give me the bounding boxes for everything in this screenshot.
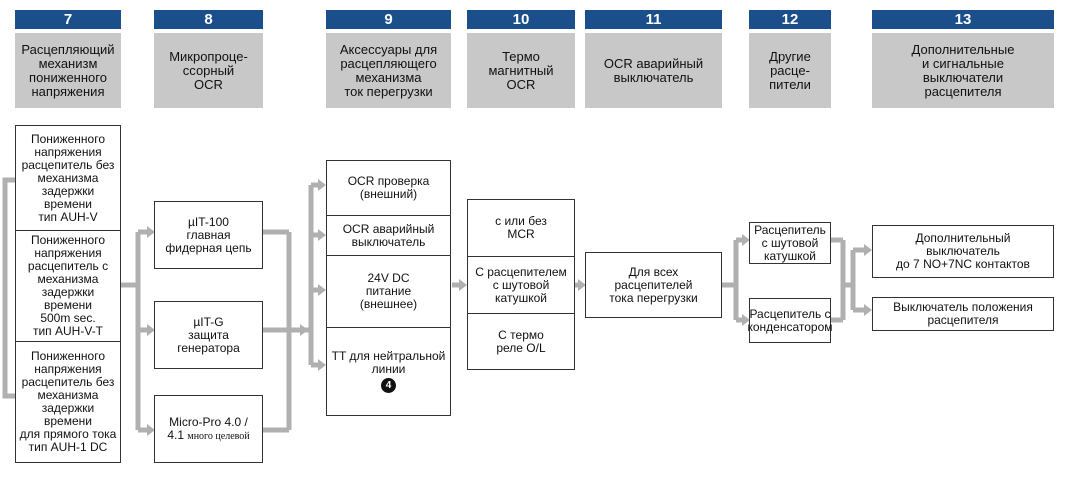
column-number: 10 — [467, 10, 575, 29]
col8-uit-100: µIT-100 главная фидерная цепь — [154, 201, 263, 269]
column-title: Термо магнитный OCR — [467, 33, 575, 108]
col12-branches — [736, 237, 742, 323]
col9-tt-neutral: TT для нейтральной линии 4 — [327, 328, 450, 415]
column-title: Микропроце- ссорный OCR — [154, 33, 263, 108]
column-title: Аксессуары для расцепляющего механизма т… — [326, 33, 451, 108]
col11-all-trips: Для всех расцепителей тока перегрузки — [585, 252, 722, 318]
column-title: OCR аварийный выключатель — [585, 33, 722, 108]
col8-right-stubs — [263, 229, 289, 433]
column-number: 7 — [15, 10, 121, 29]
col9-branches — [311, 182, 318, 368]
col8-micro-pro: Micro-Pro 4.0 / 4.1 много целевой — [154, 395, 263, 463]
col10-mcr: с или без MCR — [468, 200, 574, 257]
col12-capacitor-trip: Расцепитель с конденсатором — [747, 298, 833, 343]
col8-uit-g: µIT-G защита генератора — [154, 301, 263, 369]
column-title: Дополнительные и сигнальные выключатели … — [872, 33, 1054, 108]
col7-group: Пониженного напряжения расцепитель без м… — [15, 125, 121, 463]
column-11-header: 11 OCR аварийный выключатель — [585, 10, 722, 108]
micro-pro-small: много целевой — [187, 430, 250, 442]
col9-24v-dc: 24V DC питание (внешнее) — [327, 256, 450, 328]
col10-group: с или без MCR С расцепителем с шутовой к… — [467, 199, 575, 370]
col7-item-auh-v: Пониженного напряжения расцепитель без м… — [16, 126, 120, 231]
column-13-header: 13 Дополнительные и сигнальные выключате… — [872, 10, 1054, 108]
col7-item-auh-1-dc: Пониженного напряжения расцепитель без м… — [19, 349, 117, 454]
micro-pro-line1: Micro-Pro 4.0 / — [169, 414, 248, 429]
col9-ocr-breaker: OCR аварийный выключатель — [327, 216, 450, 256]
col13-branches — [853, 247, 864, 313]
col7-bracket — [2, 177, 15, 399]
column-number: 12 — [749, 10, 831, 29]
col13-aux-switch: Дополнительный выключатель до 7 NO+7NC к… — [872, 225, 1054, 278]
column-8-header: 8 Микропроце- ссорный OCR — [154, 10, 263, 108]
column-10-header: 10 Термо магнитный OCR — [467, 10, 575, 108]
col13-position-switch: Выключатель положения расцепителя — [872, 297, 1054, 331]
column-number: 11 — [585, 10, 722, 29]
column-title: Расцепляющий механизм пониженного напряж… — [15, 33, 121, 108]
column-12-header: 12 Другие расце- пители — [749, 10, 831, 108]
column-9-header: 9 Аксессуары для расцепляющего механизма… — [326, 10, 451, 108]
column-title: Другие расце- пители — [749, 33, 831, 108]
col10-thermal: С термо реле O/L — [496, 327, 546, 355]
col9-ocr-check: OCR проверка (внешний) — [327, 161, 450, 216]
col7-item-auh-v-t: Пониженного напряжения расцепитель с мех… — [16, 231, 120, 342]
column-number: 9 — [326, 10, 451, 29]
note-badge-icon: 4 — [381, 378, 396, 393]
col9-tt-label: TT для нейтральной линии — [331, 349, 446, 376]
col9-group: OCR проверка (внешний) OCR аварийный вык… — [326, 160, 451, 416]
col12-shunt-trip: Расцепитель с шутовой катушкой — [749, 222, 831, 264]
column-7-header: 7 Расцепляющий механизм пониженного напр… — [15, 10, 121, 108]
column-number: 8 — [154, 10, 263, 29]
column-number: 13 — [872, 10, 1054, 29]
col10-shunt: С расцепителем с шутовой катушкой — [468, 257, 574, 314]
micro-pro-prefix: 4.1 — [167, 427, 188, 442]
col8-branches — [138, 229, 147, 433]
micro-pro-line2: 4.1 много целевой — [167, 427, 250, 443]
